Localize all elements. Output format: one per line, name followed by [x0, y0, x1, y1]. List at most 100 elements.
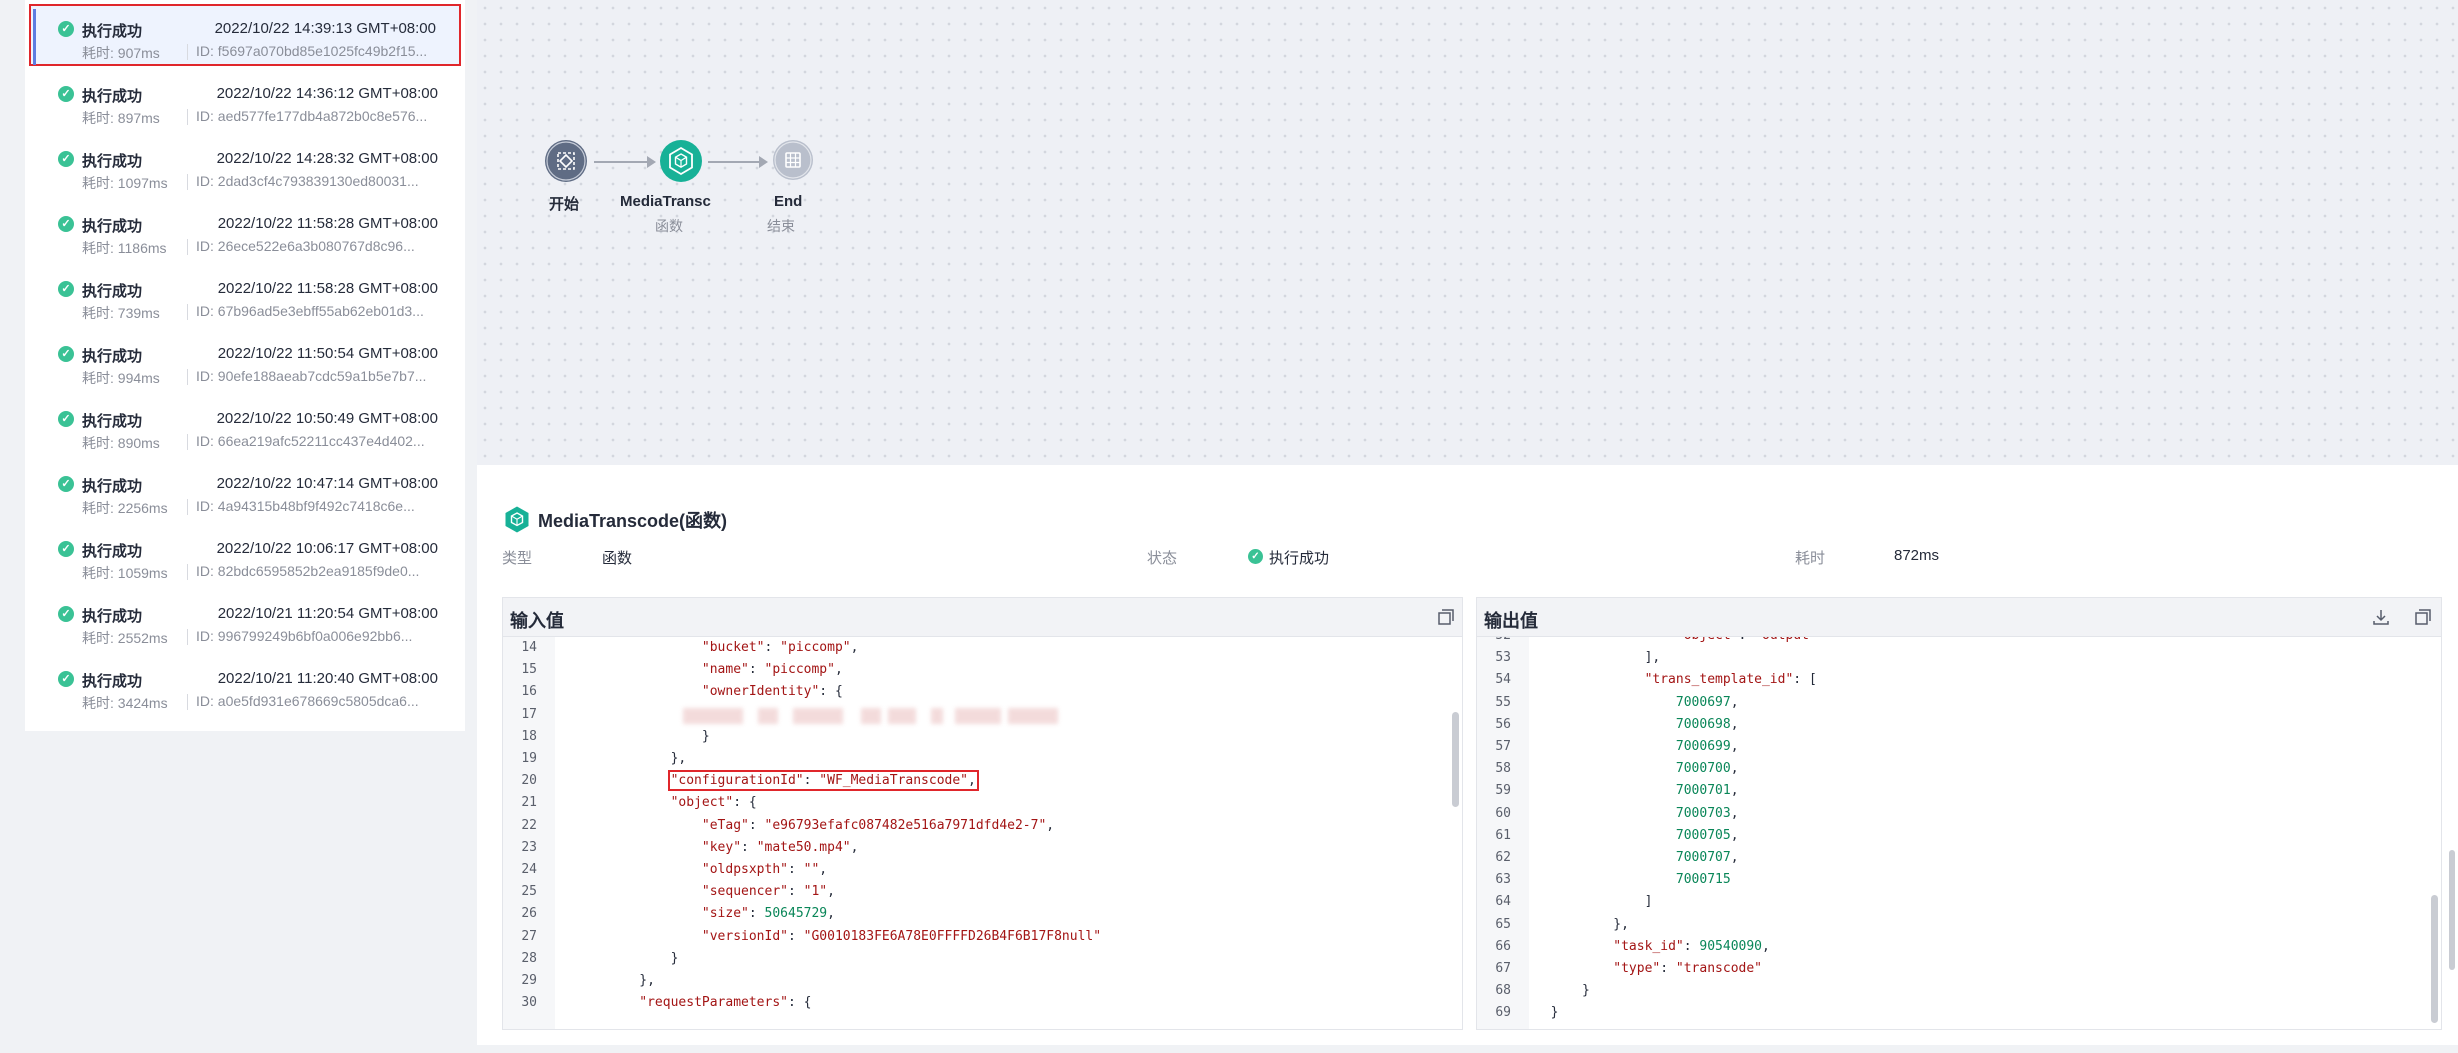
line-number: 16	[521, 684, 537, 700]
workflow-canvas[interactable]: 开始 MediaTransc 函数 End 结束	[477, 0, 2458, 465]
output-panel-header: 输出值	[1477, 598, 2441, 637]
success-check-icon: ✓	[58, 151, 74, 167]
code-text: },	[561, 751, 687, 766]
redacted-text	[683, 707, 743, 724]
code-text: }	[1535, 1005, 1559, 1021]
line-number: 18	[521, 728, 537, 744]
code-line: 54 "trans_template_id": [	[1477, 669, 2441, 691]
duration-value: 872ms	[1894, 547, 1940, 564]
selected-indicator	[33, 9, 36, 65]
execution-id: ID: f5697a070bd85e1025fc49b2f15...	[196, 43, 428, 59]
code-line: 30 "requestParameters": {	[503, 992, 1462, 1014]
end-node[interactable]	[773, 140, 813, 180]
divider	[187, 564, 188, 580]
code-line: 19 },	[503, 748, 1462, 770]
code-line: 63 7000715	[1477, 869, 2441, 891]
execution-time: 2022/10/22 11:58:28 GMT+08:00	[217, 215, 438, 232]
detail-title: MediaTranscode(函数)	[538, 511, 728, 531]
execution-id: ID: 2dad3cf4c793839130ed80031...	[196, 173, 419, 189]
code-text: 7000697,	[1675, 694, 1739, 710]
function-node-label: MediaTransc	[620, 193, 711, 210]
code-line: 15 "name": "piccomp",	[503, 659, 1462, 681]
execution-id: ID: aed577fe177db4a872b0c8e576...	[196, 108, 428, 124]
code-line: 26 "size": 50645729,	[503, 903, 1462, 925]
execution-time: 2022/10/22 14:39:13 GMT+08:00	[214, 20, 436, 37]
output-panel-title: 输出值	[1484, 611, 1538, 631]
code-text: ]	[1535, 894, 1653, 910]
line-number: 60	[1495, 805, 1511, 821]
end-node-icon	[774, 141, 812, 179]
success-check-icon: ✓	[1248, 549, 1263, 564]
output-scrollbar[interactable]	[2431, 895, 2438, 1023]
expand-icon[interactable]	[1437, 608, 1455, 626]
input-panel-title: 输入值	[510, 611, 564, 631]
output-code-viewer[interactable]: 52 "object": "output"53 ],54 "trans_temp…	[1477, 637, 2441, 1029]
code-line: 58 7000700,	[1477, 758, 2441, 780]
success-check-icon: ✓	[58, 21, 74, 37]
code-line: 68 }	[1477, 980, 2441, 1002]
execution-duration: 耗时: 1059ms	[82, 565, 168, 581]
execution-status: 执行成功	[82, 218, 143, 235]
download-icon[interactable]	[2372, 608, 2390, 626]
line-number: 22	[521, 817, 537, 833]
execution-time: 2022/10/21 11:20:40 GMT+08:00	[217, 670, 438, 687]
function-hexagon-icon	[669, 146, 693, 176]
code-text: "bucket": "piccomp",	[701, 640, 859, 655]
code-line: 21 "object": {	[503, 792, 1462, 814]
code-line: 65 },	[1477, 914, 2441, 936]
expand-icon[interactable]	[2414, 608, 2432, 626]
success-check-icon: ✓	[58, 606, 74, 622]
execution-id: ID: 4a94315b48bf9f492c7418c6e...	[196, 498, 415, 514]
line-number: 52	[1477, 637, 1511, 647]
line-number: 65	[1495, 916, 1511, 932]
code-line: 18 }	[503, 726, 1462, 748]
highlight-box: "configurationId": "WF_MediaTranscode",	[667, 770, 979, 792]
code-line: 59 7000701,	[1477, 780, 2441, 802]
execution-status: 执行成功	[82, 88, 143, 105]
start-node-icon	[546, 141, 586, 181]
execution-time: 2022/10/22 10:47:14 GMT+08:00	[216, 475, 438, 492]
execution-id: ID: 26ece522e6a3b080767d8c96...	[196, 238, 415, 254]
input-scrollbar[interactable]	[1452, 712, 1459, 807]
execution-time: 2022/10/21 11:20:54 GMT+08:00	[217, 605, 438, 622]
line-number: 17	[521, 706, 537, 722]
line-number: 58	[1495, 761, 1511, 777]
line-number: 24	[521, 862, 537, 877]
function-node[interactable]	[660, 140, 702, 182]
input-code-viewer[interactable]: 14 "bucket": "piccomp", 15 "name": "picco…	[503, 637, 1462, 1029]
code-line: 55 7000697,	[1477, 692, 2441, 714]
line-number: 15	[521, 662, 537, 678]
line-number: 55	[1495, 694, 1511, 710]
success-check-icon: ✓	[58, 281, 74, 297]
divider	[187, 174, 188, 190]
execution-duration: 耗时: 907ms	[82, 45, 160, 61]
execution-duration: 耗时: 1186ms	[82, 240, 167, 256]
execution-status: 执行成功	[82, 608, 143, 625]
start-node[interactable]	[545, 140, 587, 182]
page-scrollbar[interactable]	[2449, 850, 2455, 970]
start-node-label: 开始	[549, 196, 580, 213]
status-value: 执行成功	[1269, 550, 1330, 567]
status-label: 状态	[1147, 550, 1178, 567]
code-line: 23 "key": "mate50.mp4",	[503, 837, 1462, 859]
code-line: 56 7000698,	[1477, 714, 2441, 736]
execution-time: 2022/10/22 14:28:32 GMT+08:00	[216, 150, 438, 167]
code-line: 62 7000707,	[1477, 847, 2441, 869]
line-number: 14	[521, 640, 537, 655]
execution-id: ID: 66ea219afc52211cc437e4d402...	[196, 433, 425, 449]
code-text: "name": "piccomp",	[701, 662, 843, 678]
line-number: 63	[1495, 872, 1511, 888]
line-number: 23	[521, 839, 537, 855]
code-line: 28 }	[503, 948, 1462, 970]
